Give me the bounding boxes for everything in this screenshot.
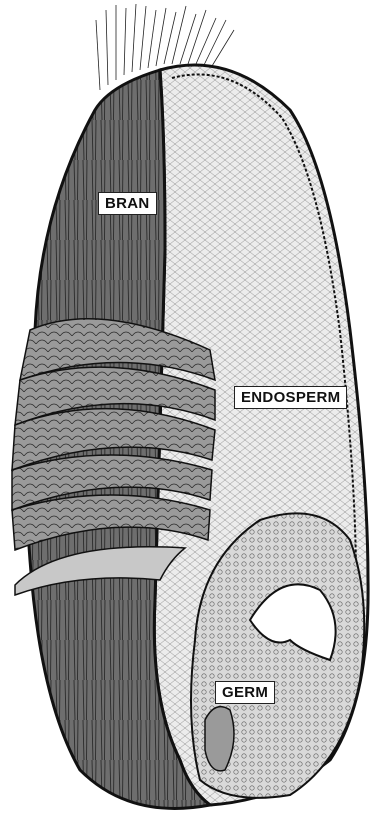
germ-root-tip [205,707,234,771]
germ-label: GERM [215,681,275,704]
endosperm-label: ENDOSPERM [234,386,347,409]
bran-label: BRAN [98,192,157,215]
bran-layers [12,319,215,550]
